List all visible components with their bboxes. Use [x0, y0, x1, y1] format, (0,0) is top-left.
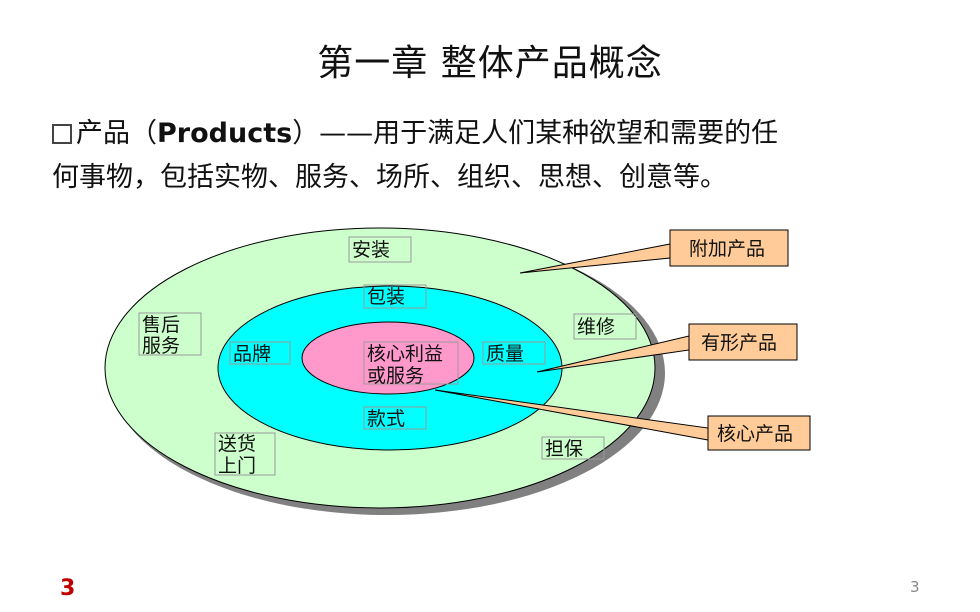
checkbox-bullet-icon — [52, 124, 72, 144]
label-brand: 品牌 — [233, 343, 271, 365]
label-core-benefit-2: 或服务 — [367, 365, 424, 387]
callout-pointer-core — [434, 389, 709, 441]
slide-number: 3 — [910, 578, 920, 596]
label-delivery-2: 上门 — [218, 455, 256, 477]
definition-keyword: Products — [157, 118, 293, 149]
label-warranty: 担保 — [545, 438, 583, 460]
label-maintenance: 维修 — [577, 316, 615, 338]
label-frames — [138, 236, 637, 476]
label-style: 款式 — [367, 408, 405, 430]
callout-core-product: 核心产品 — [717, 423, 793, 445]
core-ellipse — [301, 321, 475, 395]
callout-box-core — [707, 415, 811, 451]
callout-pointer-tangible — [536, 335, 690, 373]
callout-box-tangible — [688, 323, 798, 361]
definition-paragraph: 产品（Products）——用于满足人们某种欲望和需要的任 何事物，包括实物、服… — [52, 112, 932, 200]
definition-prefix: 产品（ — [76, 118, 157, 149]
label-packaging: 包装 — [367, 286, 405, 308]
label-core-benefit-1: 核心利益 — [367, 343, 443, 365]
slide-title: 第一章 整体产品概念 — [317, 43, 663, 84]
definition-rest: ）——用于满足人们某种欲望和需要的任 — [292, 118, 779, 149]
label-installation: 安装 — [352, 239, 390, 261]
label-after-sales-2: 服务 — [142, 335, 180, 357]
callout-pointer-augmented — [519, 243, 671, 274]
definition-line-2: 何事物，包括实物、服务、场所、组织、思想、创意等。 — [52, 162, 727, 193]
label-delivery-1: 送货 — [218, 433, 256, 455]
slide-number-badge: 3 — [60, 576, 76, 601]
callout-tangible-product: 有形产品 — [701, 332, 777, 354]
label-quality: 质量 — [486, 343, 524, 365]
definition-line-1: 产品（Products）——用于满足人们某种欲望和需要的任 — [52, 112, 932, 156]
label-after-sales-1: 售后 — [142, 314, 180, 336]
callout-augmented-product: 附加产品 — [689, 238, 765, 260]
